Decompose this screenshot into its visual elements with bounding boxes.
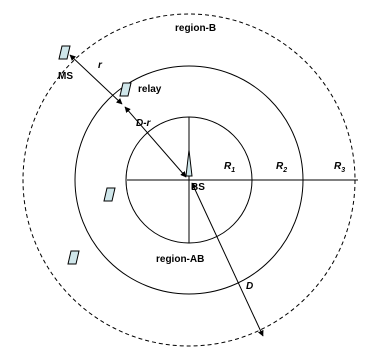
arrow-d (191, 182, 264, 337)
r2-label: R2 (276, 161, 287, 174)
r1-label: R1 (224, 161, 235, 174)
d-minus-r-label: D-r (136, 118, 152, 129)
arrow-d-minus-r (124, 106, 187, 178)
ms-device-icon (58, 45, 71, 60)
user-device-icon (103, 187, 116, 202)
ms-label: MS (58, 71, 73, 82)
bs-label: BS (191, 182, 205, 193)
d-label: D (246, 281, 253, 292)
relay-device-icon (119, 82, 132, 97)
region-b-label: region-B (175, 23, 216, 34)
user-device-icon (67, 250, 80, 265)
region-ab-label: region-AB (156, 254, 204, 265)
r-label: r (98, 60, 103, 71)
arrow-r (69, 54, 123, 105)
r3-label: R3 (334, 161, 345, 174)
bs-antenna-icon (185, 149, 193, 177)
relay-label: relay (138, 84, 162, 95)
